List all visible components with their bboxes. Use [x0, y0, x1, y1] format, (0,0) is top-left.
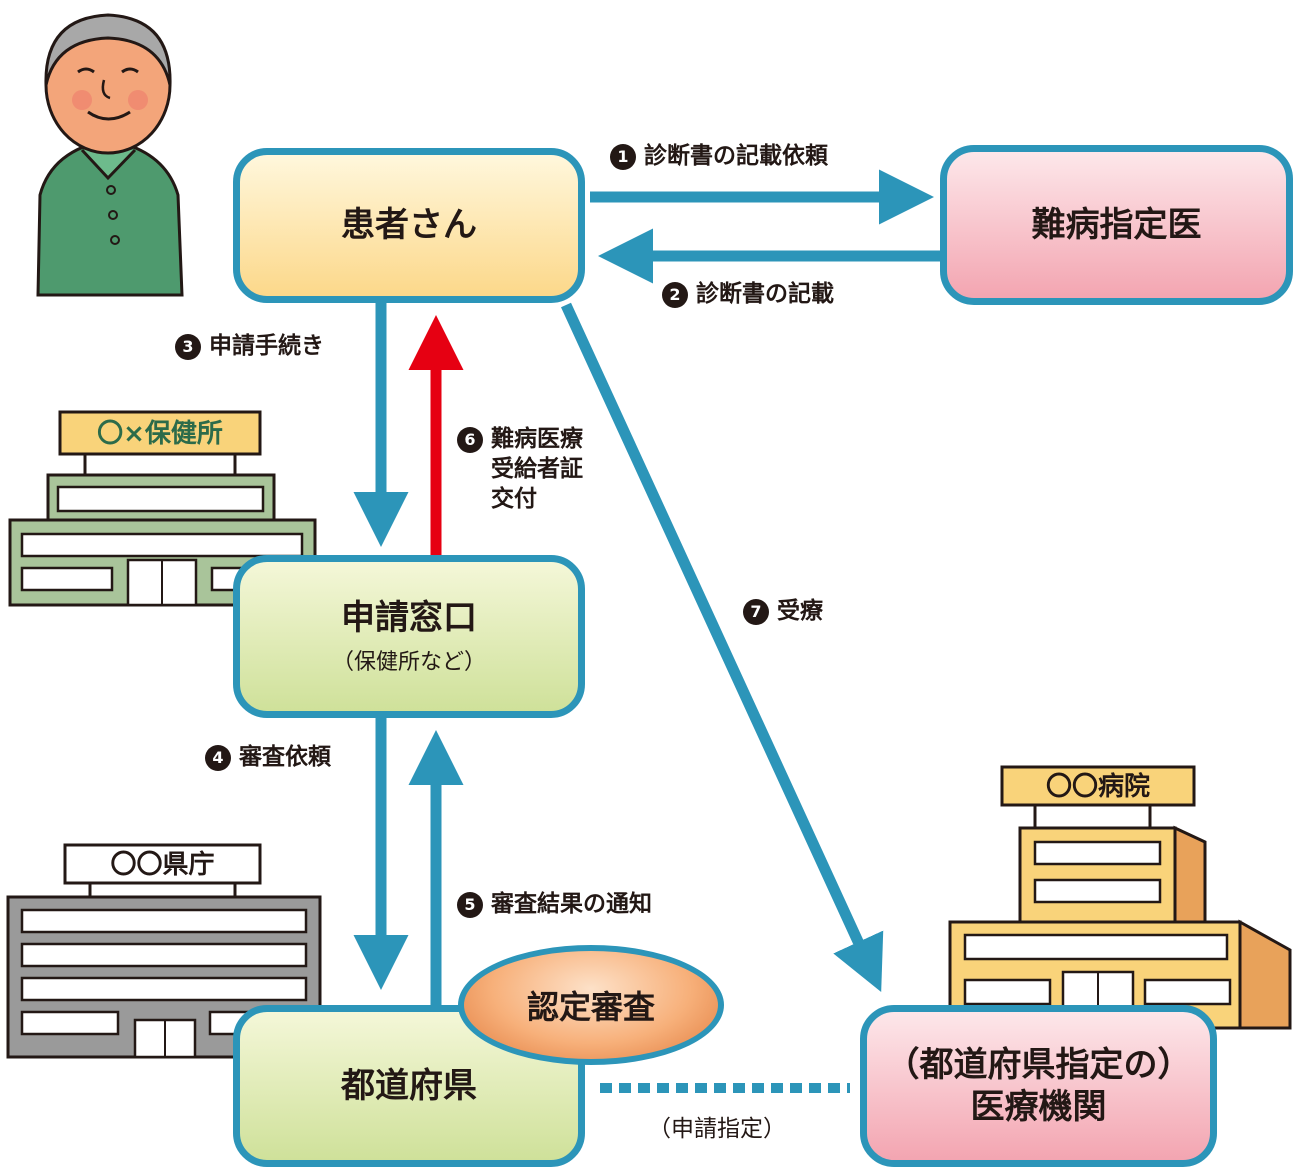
step-5-label: 5 審査結果の通知: [457, 890, 652, 920]
application-window-sublabel: （保健所など）: [331, 649, 486, 675]
step-6-number: 6: [457, 426, 483, 453]
health-center-sign: 〇×保健所: [97, 419, 223, 449]
designated-doctor-label: 難病指定医: [1031, 204, 1202, 245]
designated-doctor-node: 難病指定医: [940, 145, 1293, 305]
step-1-number: 1: [610, 143, 636, 170]
prefectural-office-sign: 〇〇県庁: [110, 850, 215, 880]
step-2-text: 診断書の記載: [696, 281, 834, 307]
application-window-node: 申請窓口 （保健所など）: [233, 555, 585, 718]
prefecture-node: 都道府県: [233, 1005, 585, 1167]
medical-institution-node: （都道府県指定の） 医療機関: [860, 1005, 1217, 1167]
prefecture-label: 都道府県: [341, 1065, 477, 1106]
hospital-illustration: [948, 765, 1292, 1030]
step-3-number: 3: [175, 333, 201, 360]
certification-review-node: 認定審査: [458, 945, 724, 1065]
step-6-text-line-1: 難病医療: [491, 426, 583, 452]
application-window-label: 申請窓口: [341, 598, 477, 639]
step-1-label: 1 診断書の記載依頼: [610, 142, 828, 172]
step-5-number: 5: [457, 891, 483, 918]
step-6-text-line-2: 受給者証: [491, 455, 583, 482]
step-4-number: 4: [205, 744, 231, 771]
step-3-text: 申請手続き: [209, 333, 324, 359]
patient-node: 患者さん: [233, 148, 585, 303]
hospital-sign: 〇〇病院: [1045, 772, 1150, 802]
step-5-text: 審査結果の通知: [491, 891, 652, 917]
step-6-label: 6 難病医療 受給者証 交付: [457, 425, 583, 515]
step-3-label: 3 申請手続き: [175, 332, 324, 362]
step-4-text: 審査依頼: [239, 744, 331, 770]
step-6-text-line-3: 交付: [491, 485, 537, 512]
step-7-text: 受療: [777, 598, 823, 624]
arrow-step-7: [561, 302, 884, 992]
certification-review-label: 認定審査: [526, 988, 655, 1026]
designation-label: （申請指定）: [648, 1116, 786, 1142]
step-2-number: 2: [662, 281, 688, 308]
step-1-text: 診断書の記載依頼: [644, 143, 828, 169]
step-7-number: 7: [743, 598, 769, 625]
patient-label: 患者さん: [341, 205, 477, 246]
medical-institution-label-1: （都道府県指定の）: [885, 1044, 1192, 1085]
step-4-label: 4 審査依頼: [205, 743, 331, 773]
step-2-label: 2 診断書の記載: [662, 280, 834, 310]
medical-institution-label-2: 医療機関: [970, 1087, 1107, 1127]
patient-illustration: [36, 13, 184, 297]
step-7-label: 7 受療: [743, 597, 823, 627]
